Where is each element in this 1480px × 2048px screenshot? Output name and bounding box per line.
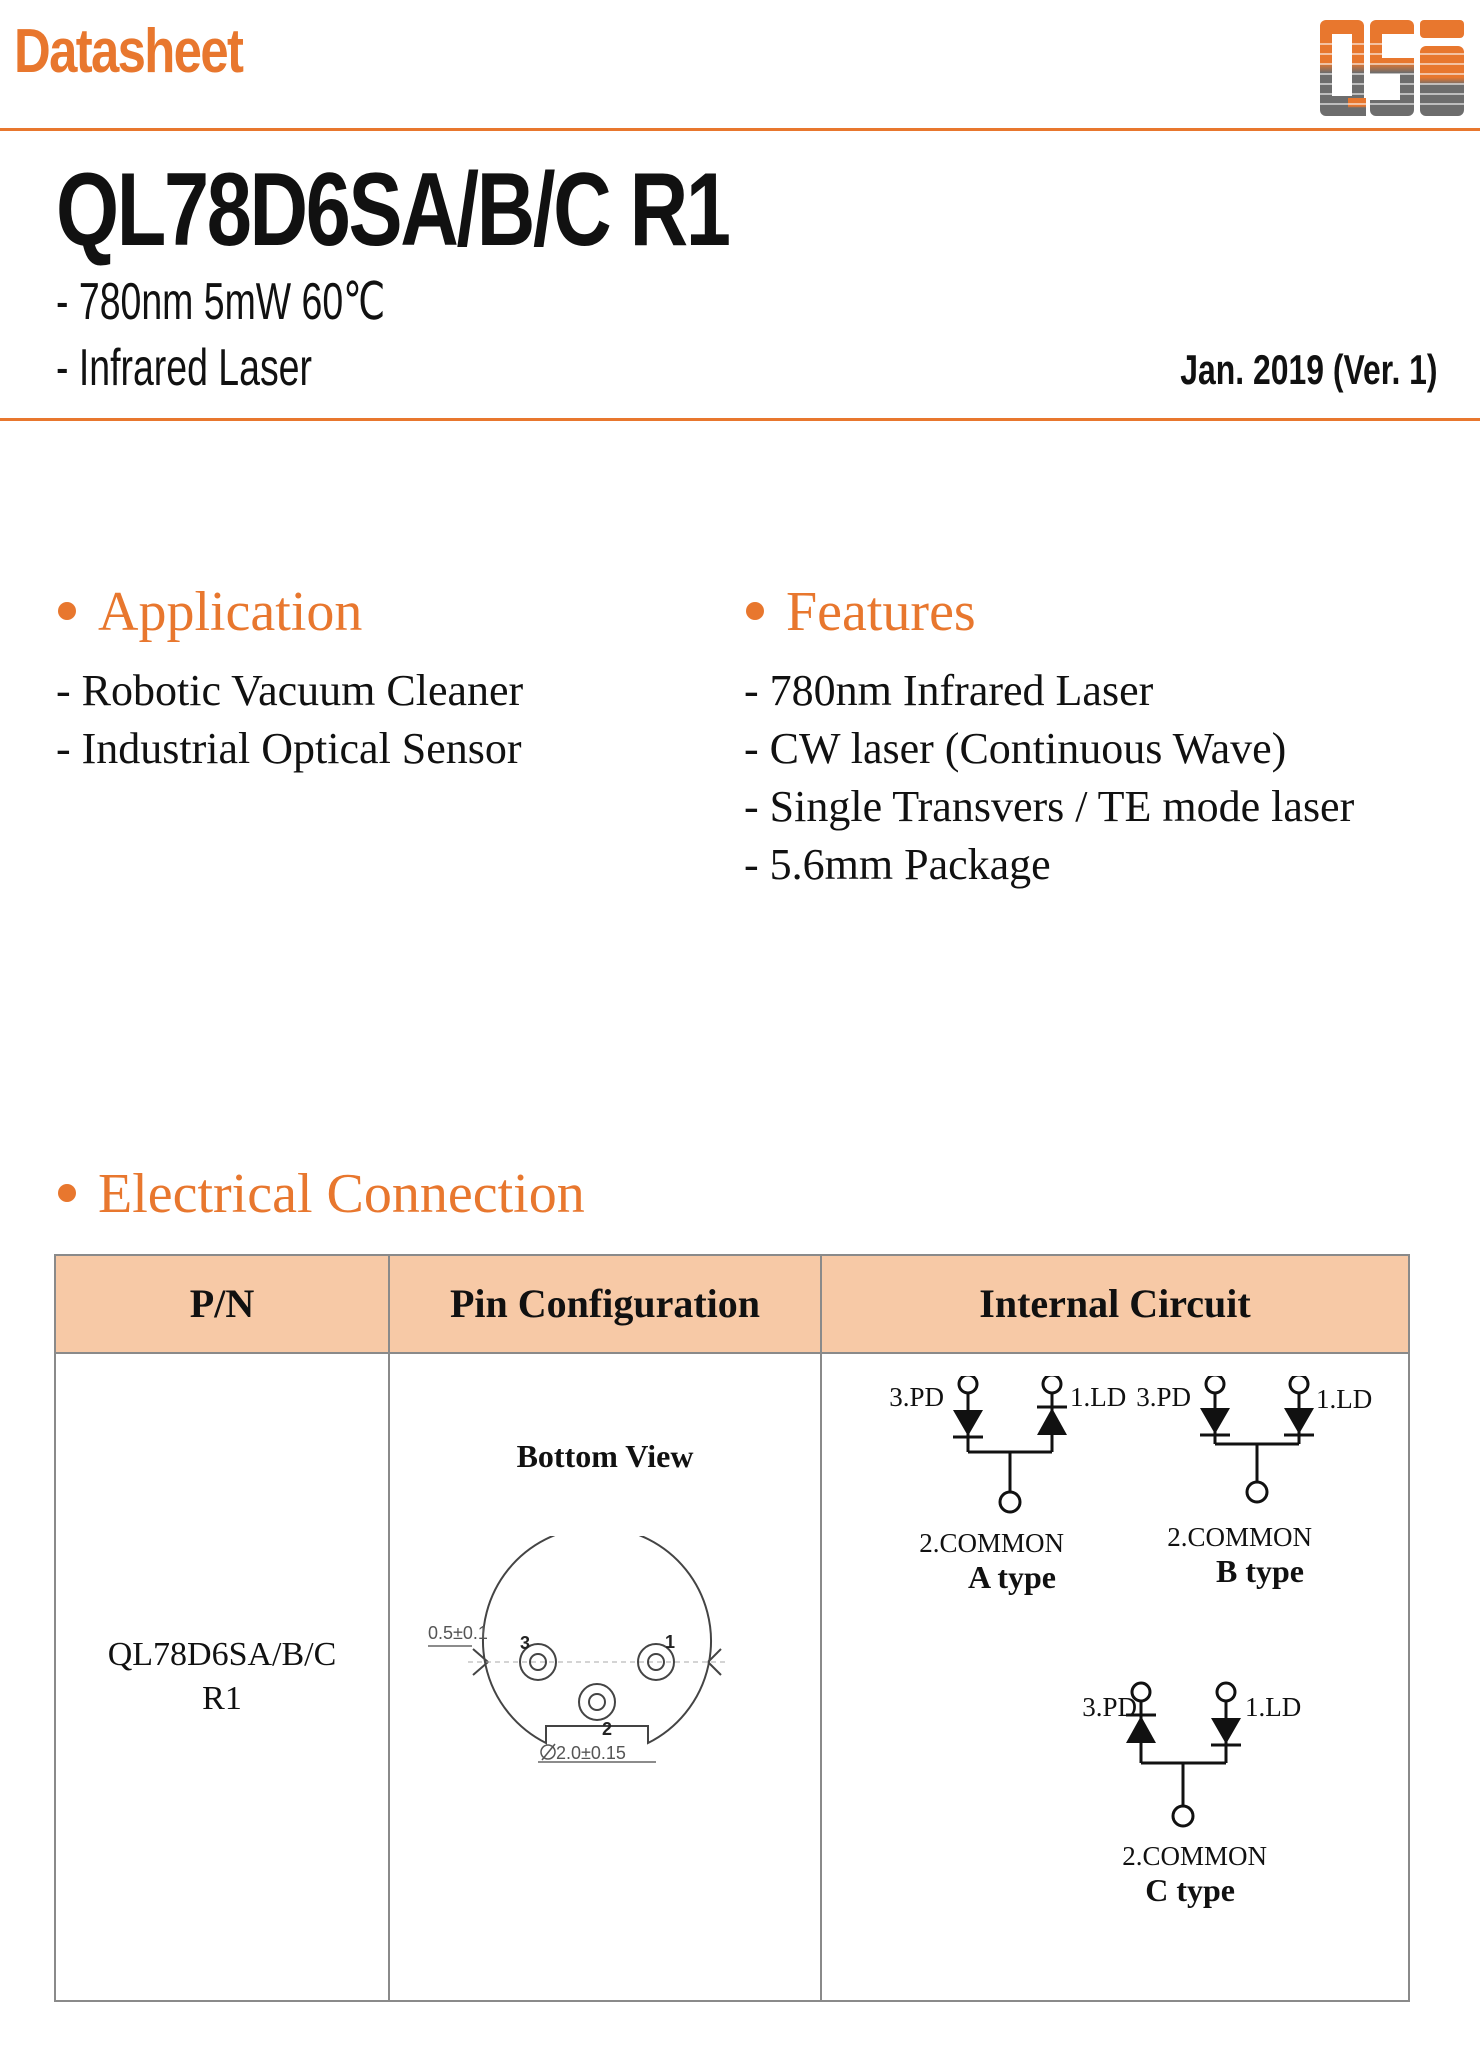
laser-diode-icon bbox=[1211, 1718, 1241, 1744]
pin-3-label: 3 bbox=[520, 1633, 530, 1653]
laser-diode-icon bbox=[1037, 1408, 1067, 1435]
pin-spacing-dimension: 2.0±0.15 bbox=[556, 1743, 626, 1763]
list-item: - CW laser (Continuous Wave) bbox=[744, 724, 1287, 773]
company-logo bbox=[1318, 20, 1466, 116]
application-list: - Robotic Vacuum Cleaner - Industrial Op… bbox=[56, 662, 523, 778]
header-divider bbox=[0, 128, 1480, 131]
column-divider bbox=[388, 1256, 390, 2000]
laser-diode-icon bbox=[1284, 1408, 1314, 1434]
column-header-internal-circuit: Internal Circuit bbox=[979, 1281, 1251, 1326]
features-heading: Features bbox=[746, 584, 976, 640]
pin-2-hole bbox=[578, 1683, 616, 1721]
pin-configuration-diagram: 3 1 2 0.5±0.1 2.0±0.15 bbox=[428, 1536, 728, 1763]
pd-pin-label: 3.PD bbox=[889, 1382, 944, 1412]
pd-pin-label: 3.PD bbox=[1136, 1382, 1191, 1412]
header: Datasheet bbox=[0, 0, 1480, 130]
column-header-pin-config: Pin Configuration bbox=[449, 1281, 761, 1326]
list-item: - Industrial Optical Sensor bbox=[56, 724, 522, 773]
pin-1-hole bbox=[637, 1643, 675, 1681]
doc-label: Datasheet bbox=[14, 17, 244, 86]
electrical-heading: Electrical Connection bbox=[58, 1166, 585, 1222]
column-divider bbox=[820, 1256, 822, 2000]
list-item: - Robotic Vacuum Cleaner bbox=[56, 666, 524, 715]
bullet-icon bbox=[58, 1184, 76, 1203]
bottom-view-label: Bottom View bbox=[516, 1438, 694, 1474]
column-header-pn: P/N bbox=[189, 1281, 255, 1326]
common-pin-label: 2.COMMON bbox=[1122, 1841, 1267, 1871]
product-title: QL78D6SA/B/C R1 bbox=[56, 152, 731, 268]
photodiode-icon bbox=[1200, 1408, 1230, 1434]
part-number: QL78D6SA/B/C bbox=[107, 1636, 337, 1673]
features-list: - 780nm Infrared Laser - CW laser (Conti… bbox=[744, 662, 1354, 894]
internal-circuit-diagram: 3.PD 1.LD 2.COMMON A type 3.PD 1.LD 2.CO… bbox=[889, 1376, 1372, 1908]
product-type: - Infrared Laser bbox=[56, 339, 312, 397]
list-item: - Single Transvers / TE mode laser bbox=[744, 782, 1355, 831]
common-pin-label: 2.COMMON bbox=[1167, 1522, 1312, 1552]
photodiode-icon bbox=[953, 1410, 983, 1436]
product-spec: - 780nm 5mW 60℃ bbox=[56, 273, 386, 331]
photodiode-icon bbox=[1126, 1716, 1156, 1743]
bullet-icon bbox=[746, 602, 764, 621]
part-revision: R1 bbox=[202, 1680, 242, 1717]
electrical-connection-table: P/N Pin Configuration Internal Circuit Q… bbox=[54, 1254, 1410, 2002]
list-item: - 780nm Infrared Laser bbox=[744, 666, 1154, 715]
pin-1-label: 1 bbox=[665, 1632, 675, 1652]
ld-pin-label: 1.LD bbox=[1245, 1692, 1301, 1722]
circuit-type-label: B type bbox=[1216, 1553, 1304, 1589]
revision-date: Jan. 2019 (Ver. 1) bbox=[1180, 346, 1438, 393]
ld-pin-label: 1.LD bbox=[1316, 1384, 1372, 1414]
package-outline bbox=[482, 1536, 712, 1745]
title-divider bbox=[0, 418, 1480, 421]
pin-2-label: 2 bbox=[602, 1719, 612, 1739]
table-cell-pn: QL78D6SA/B/C R1 bbox=[56, 1354, 388, 2000]
ld-pin-label: 1.LD bbox=[1070, 1382, 1126, 1412]
application-heading: Application bbox=[58, 584, 362, 640]
list-item: - 5.6mm Package bbox=[744, 840, 1051, 889]
circuit-type-label: A type bbox=[968, 1559, 1056, 1595]
common-pin-label: 2.COMMON bbox=[919, 1528, 1064, 1558]
circuit-type-label: C type bbox=[1145, 1872, 1235, 1908]
table-header-row: P/N Pin Configuration Internal Circuit bbox=[56, 1256, 1408, 1354]
bullet-icon bbox=[58, 602, 76, 621]
pd-pin-label: 3.PD bbox=[1082, 1692, 1137, 1722]
pin-3-hole bbox=[519, 1643, 557, 1681]
notch-dimension: 0.5±0.1 bbox=[428, 1623, 488, 1643]
